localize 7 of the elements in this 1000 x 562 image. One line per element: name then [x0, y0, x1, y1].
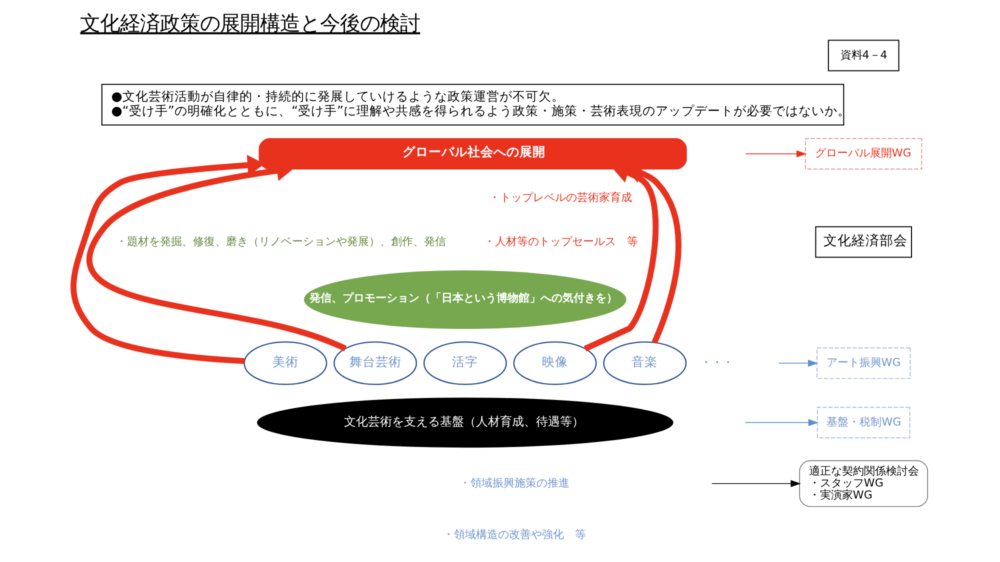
label: ・・・: [700, 356, 733, 370]
label: ・人材等のトップセールス 等: [483, 234, 638, 248]
label: ・領域振興施策の推進: [459, 476, 570, 490]
label: ・トップレベルの芸術家育成: [488, 190, 632, 204]
diagram-title: 文化経済政策の展開構造と今後の検討: [80, 11, 420, 36]
label: ・領域構造の改善や強化 等: [442, 528, 586, 542]
label: ・題材を発掘、修復、磨き（リノベーションや発展）、創作、発信: [115, 234, 446, 248]
